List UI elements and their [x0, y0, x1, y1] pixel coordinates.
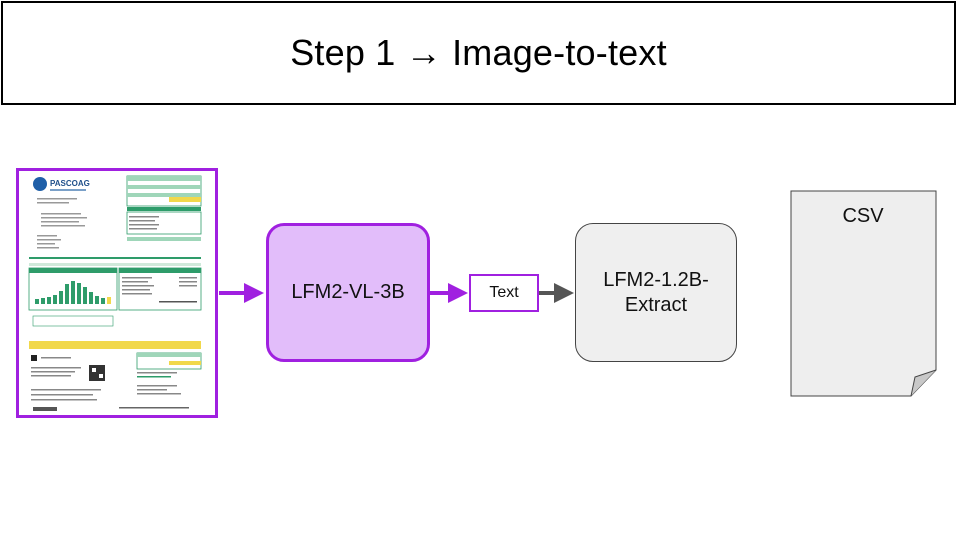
logo-mark-icon	[33, 177, 47, 191]
vision-model-node: LFM2-VL-3B	[266, 223, 430, 362]
csv-document-node: CSV	[790, 190, 938, 398]
utility-bill-image: PASCOAG	[16, 168, 218, 418]
extract-model-node: LFM2-1.2B- Extract	[575, 223, 737, 362]
csv-file-icon	[790, 190, 937, 397]
bill-thumbnail-graphic: PASCOAG	[28, 175, 202, 411]
vision-model-label: LFM2-VL-3B	[291, 281, 405, 303]
title-banner: Step 1 → Image-to-text	[1, 1, 956, 105]
bill-company-name: PASCOAG	[50, 179, 90, 188]
csv-label: CSV	[842, 205, 884, 227]
page-title: Step 1 → Image-to-text	[290, 32, 667, 73]
text-output-node: Text	[469, 274, 539, 312]
extract-model-label: LFM2-1.2B- Extract	[603, 268, 709, 316]
text-output-label: Text	[489, 284, 519, 301]
